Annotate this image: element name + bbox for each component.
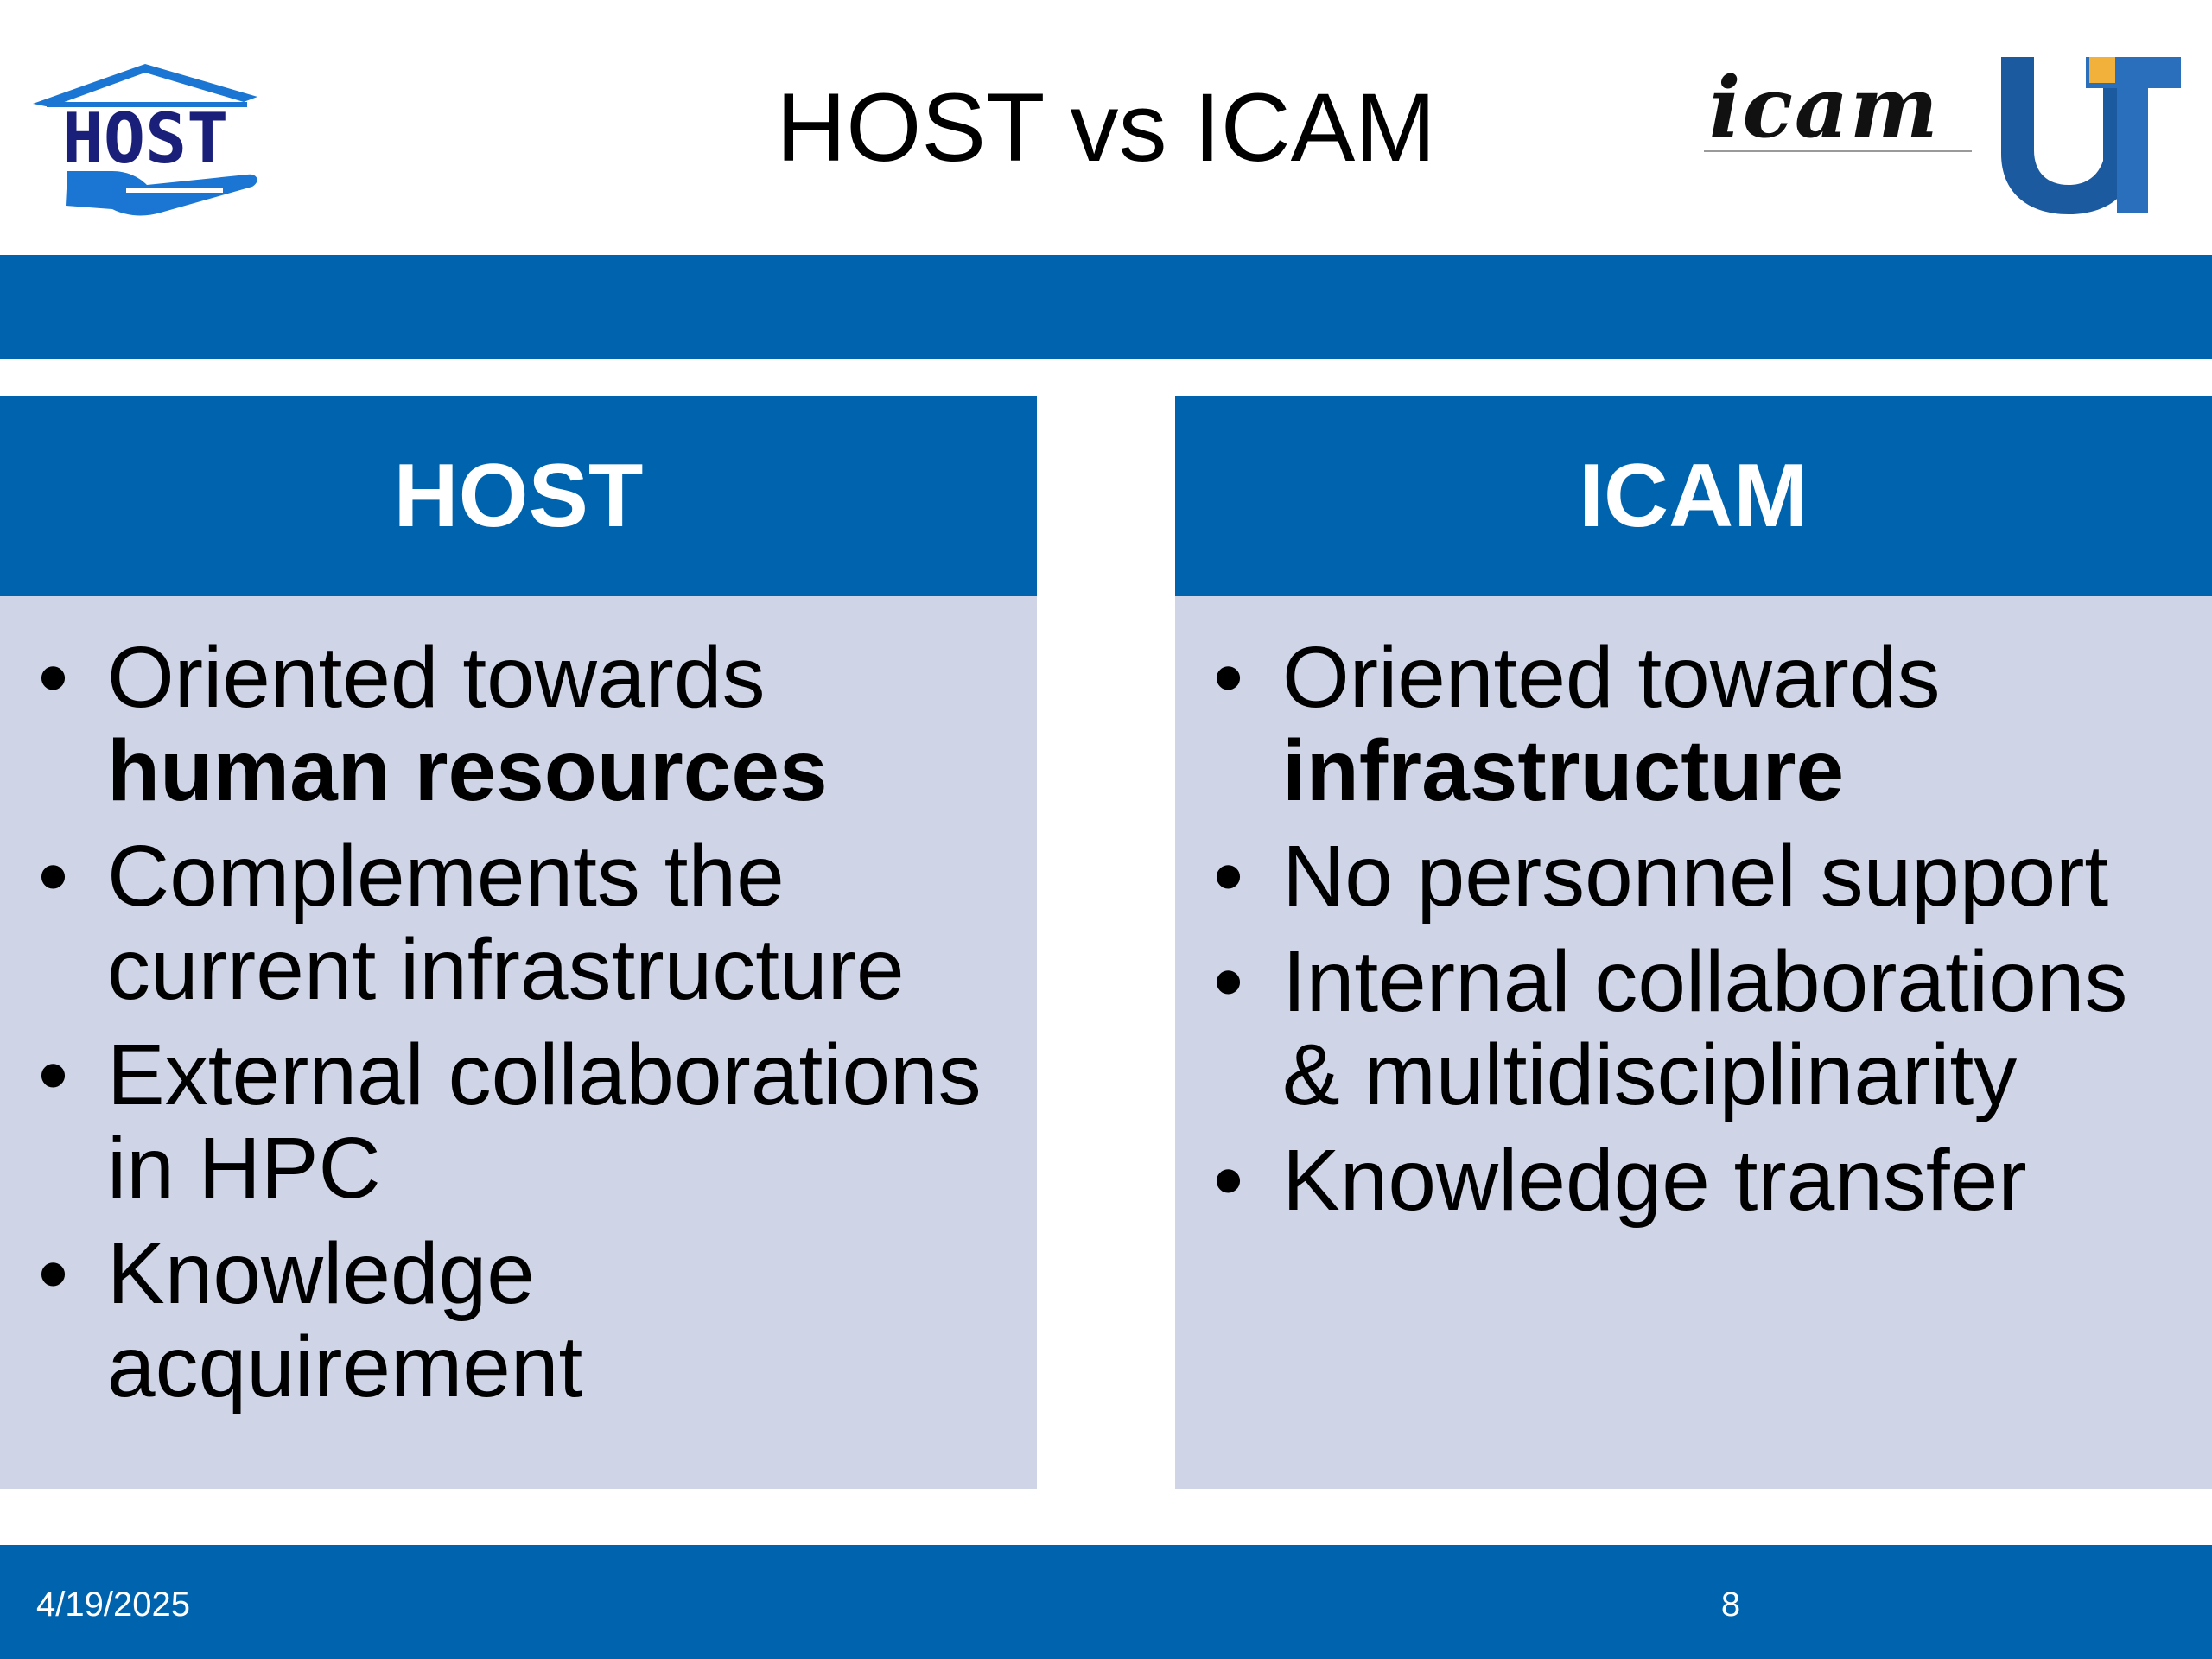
bullet-text: No personnel support (1282, 828, 2109, 925)
bullet-dot-icon: • (38, 629, 69, 726)
footer-date: 4/19/2025 (36, 1586, 190, 1624)
bullet-item: • Knowledge transfer (1175, 1134, 2212, 1227)
bullet-item: • Oriented towards human resources (0, 631, 1037, 817)
host-logo-text: HOST (62, 99, 229, 179)
panel-host-bullets: • Oriented towards human resources • Com… (0, 631, 1037, 1426)
panel-host-header: HOST (0, 396, 1037, 596)
bullet-text: Knowledge transfer (1282, 1132, 2027, 1229)
host-logo: HOST (33, 64, 257, 216)
slide-footer: 4/19/2025 8 (0, 1545, 2212, 1659)
bullet-text: Complements the current infrastructure (107, 828, 905, 1018)
bullet-bold-text: infrastructure (1282, 722, 1845, 819)
bullet-item: • Complements the current infrastructure (0, 830, 1037, 1016)
bullet-dot-icon: • (1213, 1132, 1244, 1229)
slide-title: HOST vs ICAM (776, 73, 1436, 181)
bullet-dot-icon: • (38, 1027, 69, 1123)
bullet-dot-icon: • (1213, 828, 1244, 925)
panel-icam-header: ICAM (1175, 396, 2212, 596)
footer-page-number: 8 (1720, 1586, 1741, 1624)
bullet-item: • Knowledge acquirement (0, 1227, 1037, 1414)
bullet-dot-icon: • (38, 828, 69, 925)
bullet-item: • No personnel support (1175, 830, 2212, 923)
bullet-dot-icon: • (38, 1225, 69, 1322)
icam-logo: icam (1700, 60, 1977, 164)
bullet-dot-icon: • (1213, 629, 1244, 726)
ut-logo: UT (2001, 57, 2181, 214)
header-band (0, 255, 2212, 359)
panel-icam-bullets: • Oriented towards infrastructure • No p… (1175, 631, 2212, 1239)
bullet-bold-text: human resources (107, 722, 828, 819)
bullet-item: • External collaborations in HPC (0, 1028, 1037, 1215)
panel-icam-heading: ICAM (1579, 446, 1808, 546)
bullet-dot-icon: • (1213, 933, 1244, 1030)
bullet-item: • Oriented towards infrastructure (1175, 631, 2212, 817)
bullet-text: Knowledge acquirement (107, 1225, 583, 1415)
slide-header: HOST HOST vs ICAM icam UT (0, 0, 2212, 255)
icam-logo-text: icam (1709, 59, 1940, 156)
panel-host: HOST • Oriented towards human resources … (0, 396, 1037, 1489)
bullet-text: Oriented towards (1282, 629, 1941, 726)
bullet-text: Internal collaborations & multidisciplin… (1282, 933, 2128, 1123)
bullet-item: • Internal collaborations & multidiscipl… (1175, 935, 2212, 1122)
bullet-text: External collaborations in HPC (107, 1027, 982, 1217)
bullet-text: Oriented towards (107, 629, 766, 726)
panel-host-heading: HOST (393, 446, 644, 546)
icam-logo-underline (1704, 150, 1972, 152)
panel-icam: ICAM • Oriented towards infrastructure •… (1175, 396, 2212, 1489)
